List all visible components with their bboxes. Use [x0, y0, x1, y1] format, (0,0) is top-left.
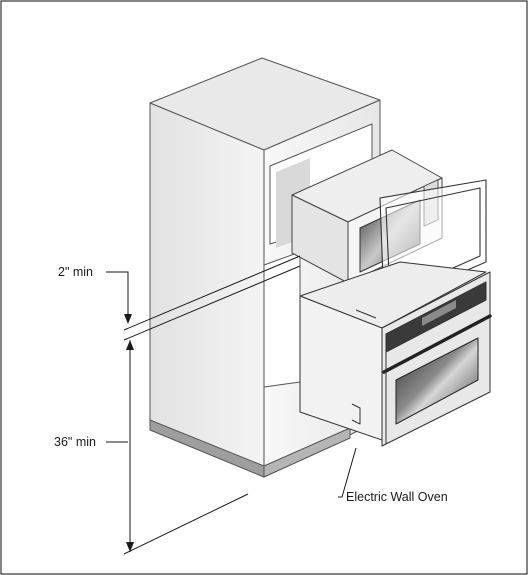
height-min-label: 36" min: [54, 435, 96, 449]
cabinet-side: [149, 102, 265, 478]
oven-window: [395, 337, 479, 425]
wall-oven: [299, 261, 492, 447]
oven-callout-label: Electric Wall Oven: [346, 490, 448, 504]
dimension-arrows: [124, 314, 134, 552]
cabinet-opening-lower: [263, 251, 301, 388]
gap-min-label: 2" min: [58, 265, 93, 279]
cabinet-base-front: [263, 427, 351, 478]
dimension-lines: [106, 255, 357, 555]
oven-handle: [382, 314, 492, 374]
